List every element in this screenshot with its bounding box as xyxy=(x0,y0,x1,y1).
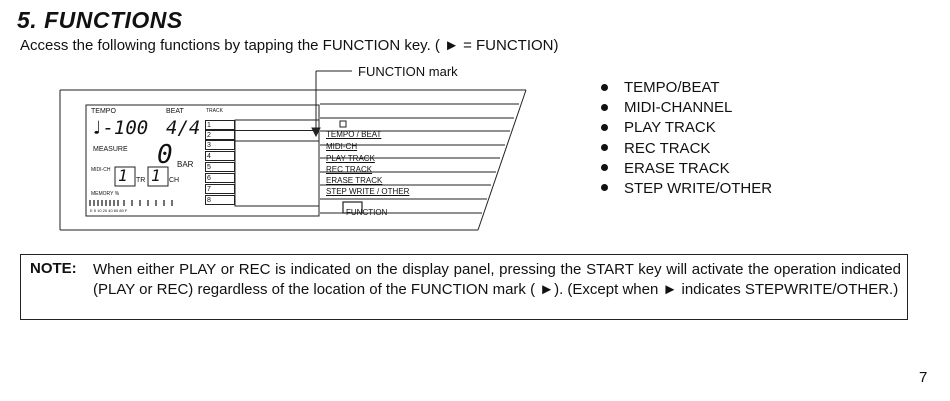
lcd-memory-scale: E 5 10 20 40 60 80 F xyxy=(90,208,128,213)
track-number: 3 xyxy=(205,140,235,150)
track-number: 8 xyxy=(205,195,235,205)
lcd-midi-ch-label: MIDI-CH xyxy=(91,167,111,173)
list-item: REC TRACK xyxy=(601,139,772,159)
lcd-memory-label: MEMORY % xyxy=(91,191,120,197)
bullet-icon xyxy=(601,123,608,131)
bullet-icon xyxy=(601,164,608,172)
bullet-icon xyxy=(601,144,608,152)
lcd-tr-value: 1 xyxy=(118,166,128,185)
track-number: 1 xyxy=(205,120,235,130)
functions-list: TEMPO/BEAT MIDI-CHANNEL PLAY TRACK REC T… xyxy=(601,78,772,199)
track-number: 2 xyxy=(205,130,235,140)
menu-item-midi-ch: MIDI-CH xyxy=(326,142,358,151)
lcd-bar-label: BAR xyxy=(177,160,194,169)
bullet-icon xyxy=(601,103,608,111)
list-item: TEMPO/BEAT xyxy=(601,78,772,98)
bullet-icon xyxy=(601,83,608,91)
track-number: 6 xyxy=(205,173,235,183)
lcd-tempo-value: ♩-100 xyxy=(91,117,149,139)
bullet-icon xyxy=(601,184,608,192)
list-item: PLAY TRACK xyxy=(601,118,772,138)
track-slots xyxy=(234,119,320,207)
note-box xyxy=(20,254,908,320)
lcd-ch-label: CH xyxy=(169,177,180,184)
list-item: STEP WRITE/OTHER xyxy=(601,179,772,199)
lcd-beat-label: BEAT xyxy=(166,108,184,115)
menu-item-rec-track: REC TRACK xyxy=(326,165,373,174)
midi-ch-boxes xyxy=(114,166,169,187)
function-button-shape xyxy=(342,201,363,214)
memory-meter xyxy=(89,200,173,206)
lcd-beat-value: 4/4 xyxy=(166,117,201,139)
track-number: 5 xyxy=(205,162,235,172)
lcd-ch-value: 1 xyxy=(151,166,161,185)
track-number: 4 xyxy=(205,151,235,161)
lcd-track-label: TRACK xyxy=(206,108,223,114)
section-title: 5. FUNCTIONS xyxy=(17,7,183,33)
menu-item-tempo-beat: TEMPO / BEAT xyxy=(326,130,382,139)
lcd-measure-value: 0 xyxy=(157,140,173,170)
menu-item-play-track: PLAY TRACK xyxy=(326,154,375,163)
page-number: 7 xyxy=(919,369,928,386)
lcd-tr-label: TR xyxy=(136,177,146,184)
list-item: MIDI-CHANNEL xyxy=(601,98,772,118)
menu-item-step-write-other: STEP WRITE / OTHER xyxy=(326,187,410,196)
note-label: NOTE: xyxy=(30,260,77,277)
note-text: When either PLAY or REC is indicated on … xyxy=(93,261,901,299)
lcd-tempo-label: TEMPO xyxy=(91,108,116,115)
menu-item-erase-track: ERASE TRACK xyxy=(326,176,383,185)
function-mark-square xyxy=(339,120,347,128)
lcd-measure-label: MEASURE xyxy=(93,146,128,153)
panel-outline xyxy=(59,89,527,231)
list-item: ERASE TRACK xyxy=(601,159,772,179)
function-button-label: FUNCTION xyxy=(346,208,388,217)
intro-text: Access the following functions by tappin… xyxy=(20,37,559,54)
function-mark-label: FUNCTION mark xyxy=(358,64,458,79)
track-number: 7 xyxy=(205,184,235,194)
